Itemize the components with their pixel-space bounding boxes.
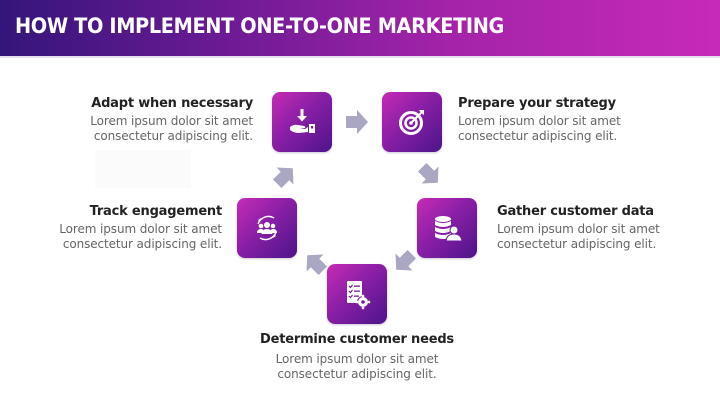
step-text-line2: consectetur adipiscing elit. (497, 237, 657, 251)
arrow-up-right-icon (268, 159, 302, 193)
step-text-line1: Lorem ipsum dolor sit amet (497, 222, 660, 236)
target-icon (399, 110, 424, 135)
step-box-prepare (382, 92, 442, 152)
step-prepare: Prepare your strategy Lorem ipsum dolor … (458, 96, 668, 144)
step-title: Prepare your strategy (458, 96, 616, 111)
group-cycle-icon (257, 215, 277, 241)
hand-receive-icon (290, 109, 315, 133)
step-track: Track engagement Lorem ipsum dolor sit a… (12, 204, 222, 252)
step-text-line2: consectetur adipiscing elit. (62, 237, 222, 251)
title-bar: HOW TO IMPLEMENT ONE-TO-ONE MARKETING (0, 0, 720, 56)
slide-title: HOW TO IMPLEMENT ONE-TO-ONE MARKETING (15, 14, 505, 38)
step-text-line1: Lorem ipsum dolor sit amet (458, 114, 621, 128)
step-box-determine (327, 264, 387, 324)
step-text-line2: consectetur adipiscing elit. (277, 367, 437, 381)
step-gather: Gather customer data Lorem ipsum dolor s… (497, 204, 707, 252)
checklist-gear-icon (347, 281, 371, 310)
step-box-gather (417, 198, 477, 258)
step-text-line2: consectetur adipiscing elit. (458, 129, 618, 143)
database-user-icon (435, 216, 463, 242)
step-box-adapt (272, 92, 332, 152)
step-text-line1: Lorem ipsum dolor sit amet (59, 222, 222, 236)
arrow-right-icon (345, 110, 369, 134)
step-title: Gather customer data (497, 204, 654, 219)
arrow-down-left-icon (387, 245, 421, 279)
step-title: Track engagement (89, 204, 223, 219)
step-title: Adapt when necessary (91, 96, 253, 111)
step-box-track (237, 198, 297, 258)
header-divider (0, 56, 720, 58)
step-determine: Determine customer needs Lorem ipsum dol… (252, 332, 462, 382)
arrow-down-right-icon (413, 158, 447, 192)
step-text-line1: Lorem ipsum dolor sit amet (275, 352, 439, 366)
arrow-up-left-icon (298, 246, 332, 280)
placeholder-shape (95, 150, 191, 188)
step-adapt: Adapt when necessary Lorem ipsum dolor s… (43, 96, 253, 144)
step-title: Determine customer needs (260, 332, 454, 347)
step-text-line1: Lorem ipsum dolor sit amet (90, 114, 253, 128)
step-text-line2: consectetur adipiscing elit. (93, 129, 253, 143)
